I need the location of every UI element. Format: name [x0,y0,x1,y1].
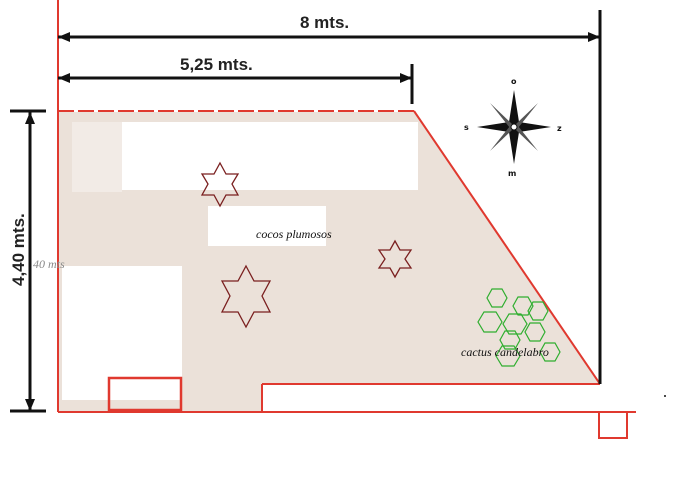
cactus-symbol [486,288,508,308]
cactus-symbol [499,330,521,350]
white-patches [62,122,418,400]
compass-north-label: o [511,77,517,86]
cactus-symbol [477,311,503,333]
cactus-symbol [539,342,561,362]
ghost-dimension-label: 40 mts [33,257,65,271]
cactus-symbol [527,301,549,321]
lot-boundary [57,0,636,439]
total-width-label: 8 mts. [300,13,349,32]
cactus-symbol [495,345,521,367]
partial-width-label: 5,25 mts. [180,55,253,74]
stray-dot [664,395,666,397]
compass-east-label: z [557,124,562,133]
cactus-symbol [502,313,528,335]
cactus-symbol [524,322,546,342]
compass-rose: o s z m [464,77,562,178]
palm-label: cocos plumosos [256,227,332,241]
palm-symbols [200,161,413,329]
cactus-label: cactus candelabro [461,345,549,359]
compass-south-label: m [508,169,516,178]
planter-box [107,376,183,412]
dimension-lines [10,10,602,413]
compass-west-label: s [464,123,469,132]
dimension-arrows [25,32,600,411]
palm-symbol [220,264,272,329]
height-label: 4,40 mts. [9,213,28,286]
drain-box [598,411,628,439]
cactus-symbols [477,288,561,367]
palm-symbol [200,161,240,208]
cactus-symbol [512,296,534,316]
palm-symbol [377,239,413,279]
